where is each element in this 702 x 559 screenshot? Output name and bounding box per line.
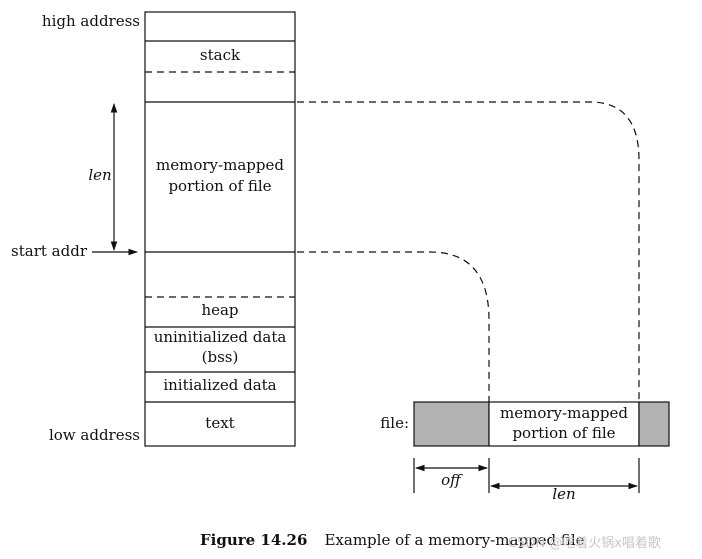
len-horizontal-label: len (552, 485, 575, 503)
caption-figure-number: Figure 14.26 (200, 531, 307, 549)
low-address-label: low address (49, 426, 140, 444)
mapping-top-curve (297, 101, 640, 402)
bss-label-line2: (bss) (202, 348, 239, 366)
file-unmapped-prefix (413, 401, 490, 447)
len-vertical-label: len (88, 166, 111, 184)
bss-label-line1: uninitialized data (154, 328, 287, 346)
mapping-start-curve (297, 251, 490, 402)
high-address-label: high address (42, 12, 140, 30)
figure-caption: Figure 14.26 Example of a memory-mapped … (200, 530, 585, 549)
file-mapped-portion (488, 401, 640, 447)
mmap-region-label-line2: portion of file (168, 177, 271, 195)
stack-label: stack (200, 46, 241, 64)
mmap-region-label-line1: memory-mapped (156, 156, 284, 174)
address-space-column: stack memory-mapped portion of file heap… (144, 11, 296, 447)
caption-text: Example of a memory-mapped file (324, 531, 584, 549)
start-addr-label: start addr (11, 242, 88, 260)
initialized-data-label: initialized data (163, 376, 276, 394)
file-unmapped-suffix (638, 401, 670, 447)
file-label: file: (380, 414, 409, 432)
heap-label: heap (201, 301, 238, 319)
watermark: CSDN @吃着火锅x唱着歌 (508, 535, 661, 551)
file-mapped-label-line2: portion of file (512, 424, 615, 442)
address-space-outline (144, 11, 296, 447)
file-bar: memory-mapped portion of file (413, 401, 670, 447)
text-segment-label: text (205, 414, 234, 432)
off-label: off (441, 471, 463, 489)
file-mapped-label-line1: memory-mapped (500, 404, 628, 422)
